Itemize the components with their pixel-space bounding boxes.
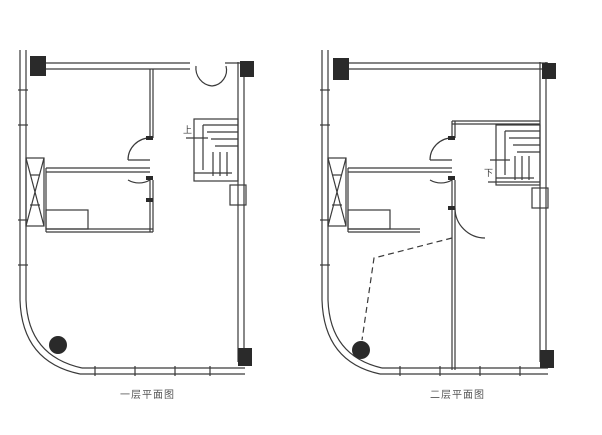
- first-floor-columns: [30, 56, 254, 366]
- second-floor-plan: [320, 50, 549, 376]
- first-floor-stair-label: 上: [183, 125, 192, 136]
- first-floor-plan: [18, 50, 250, 376]
- second-floor-stair-label: 下: [484, 169, 493, 179]
- first-floor-caption: 一层平面图: [120, 390, 175, 401]
- second-floor-caption: 二层平面图: [430, 390, 485, 401]
- second-floor-columns: [333, 58, 556, 368]
